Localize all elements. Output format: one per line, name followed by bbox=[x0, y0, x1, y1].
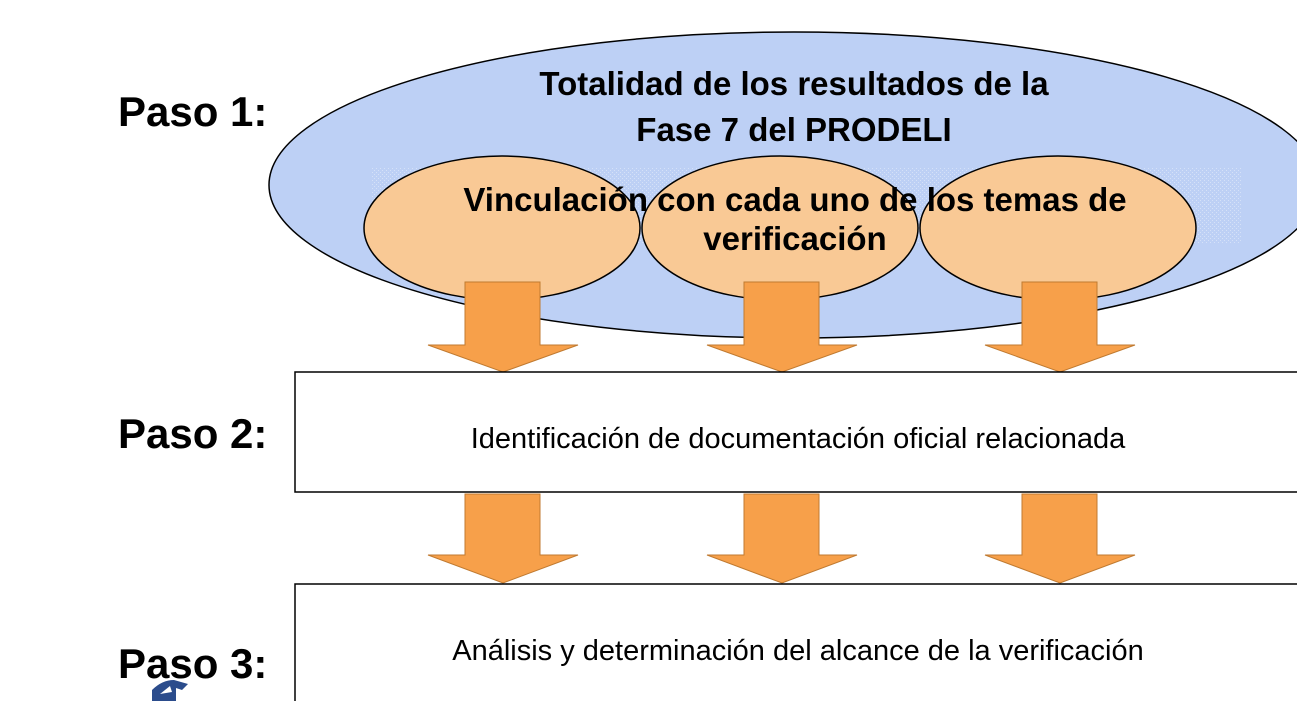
step-2-text: Identificación de documentación oficial … bbox=[471, 423, 1126, 455]
step-1-label: Paso 1: bbox=[118, 88, 267, 135]
topic-oval-3 bbox=[919, 155, 1197, 301]
arrow-down-2c bbox=[984, 493, 1136, 584]
arrow-down-1c bbox=[984, 281, 1136, 373]
link-text-line-1: Vinculación con cada uno de los temas de bbox=[463, 181, 1126, 218]
logo-mark bbox=[152, 680, 188, 701]
step-2-box bbox=[294, 371, 1297, 493]
arrow-down-1a bbox=[427, 281, 579, 373]
step-2-label: Paso 2: bbox=[118, 410, 267, 457]
arrow-down-2b bbox=[706, 493, 858, 584]
results-title-line-1: Totalidad de los resultados de la bbox=[539, 65, 1049, 102]
step-3-box bbox=[294, 583, 1297, 701]
arrow-down-1b bbox=[706, 281, 858, 373]
step-3-text: Análisis y determinación del alcance de … bbox=[452, 635, 1144, 667]
link-text-line-2: verificación bbox=[703, 220, 886, 257]
arrow-down-2a bbox=[427, 493, 579, 584]
step-3-label: Paso 3: bbox=[118, 640, 267, 687]
topic-oval-1 bbox=[363, 155, 641, 301]
results-title-line-2: Fase 7 del PRODELI bbox=[636, 111, 951, 148]
